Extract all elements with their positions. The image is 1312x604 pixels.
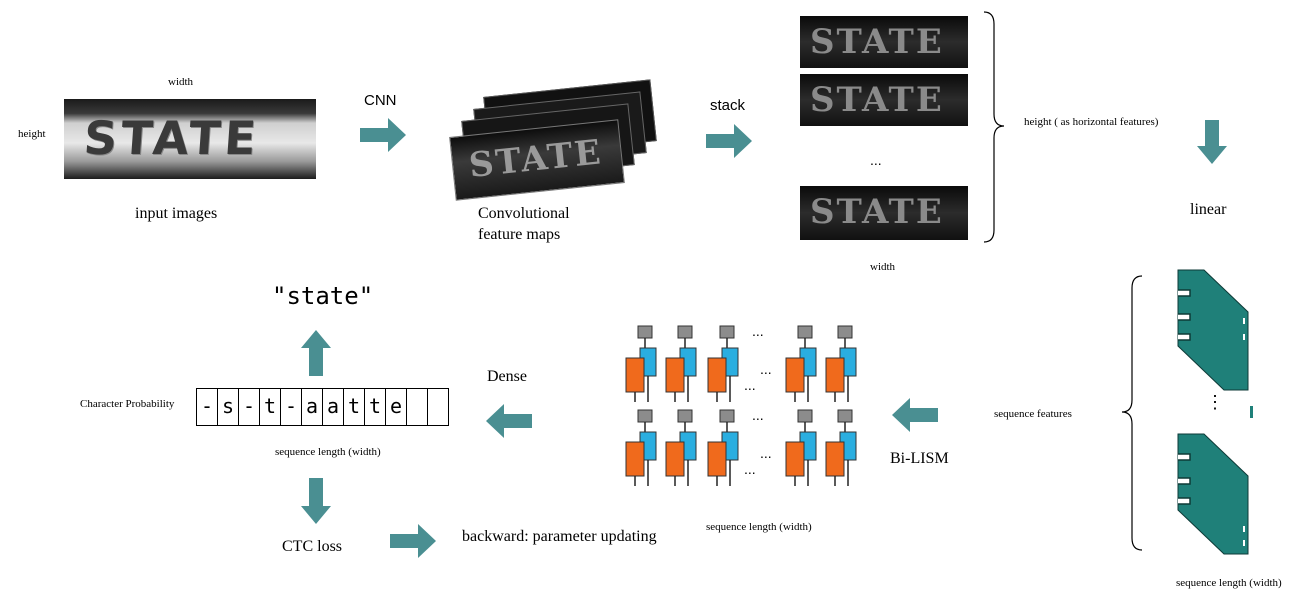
bilstm-ellipsis-side3: ... xyxy=(760,445,772,461)
bilstm-ellipsis-side2: ... xyxy=(744,377,756,393)
lstm-forward-cell xyxy=(665,441,685,477)
bilstm-arrow-icon xyxy=(892,398,938,432)
sequence-length-label: sequence length (width) xyxy=(1176,577,1282,589)
stacked-feature-2: STATE xyxy=(800,74,968,126)
lstm-forward-cell xyxy=(665,357,685,393)
ctc-loss-label: CTC loss xyxy=(282,538,343,555)
sequence-feature-block-bottom xyxy=(1177,433,1249,555)
probability-cell: - xyxy=(200,394,214,418)
stack-brace-label: height ( as horizontal features) xyxy=(1024,116,1159,128)
lstm-forward-cell xyxy=(707,441,727,477)
lstm-output-node xyxy=(719,409,735,423)
stack-width-label: width xyxy=(870,261,896,273)
output-up-arrow-icon xyxy=(301,330,331,376)
probability-cell xyxy=(406,389,427,425)
bilstm-ellipsis-side1: ... xyxy=(760,361,772,377)
ctc-down-arrow-icon xyxy=(301,478,331,524)
cnn-caption-line2: feature maps xyxy=(478,226,561,243)
lstm-output-node xyxy=(719,325,735,339)
feature-map-stack: STATE xyxy=(449,79,660,201)
stacked-feature-text: STATE xyxy=(810,192,944,232)
lstm-output-node xyxy=(797,325,813,339)
lstm-output-node xyxy=(837,325,853,339)
probability-cell xyxy=(427,389,448,425)
input-image: STATE xyxy=(64,99,316,179)
lstm-forward-cell xyxy=(785,441,805,477)
probability-cell: s xyxy=(217,389,238,425)
backward-arrow-icon xyxy=(390,524,436,558)
probability-cell: e xyxy=(385,389,406,425)
stack-label: stack xyxy=(710,97,746,114)
stack-ellipsis: ... xyxy=(870,152,882,168)
stacked-feature-text: STATE xyxy=(810,80,944,120)
lstm-output-node xyxy=(837,409,853,423)
bilstm-network: ... ... ... ... ... ... xyxy=(625,323,857,486)
probability-length-label: sequence length (width) xyxy=(275,446,381,458)
stack-brace-icon xyxy=(983,11,1005,243)
feature-map-text: STATE xyxy=(467,132,605,187)
lstm-forward-cell xyxy=(707,357,727,393)
stacked-feature-3: STATE xyxy=(800,186,968,240)
stack-arrow-icon xyxy=(706,124,752,158)
lstm-forward-cell xyxy=(625,441,645,477)
sequence-edge-mark xyxy=(1250,406,1253,418)
lstm-output-node xyxy=(637,325,653,339)
sequence-brace-icon xyxy=(1121,275,1143,551)
lstm-forward-cell xyxy=(625,357,645,393)
lstm-output-node xyxy=(677,325,693,339)
output-text: "state" xyxy=(272,282,374,310)
input-height-label: height xyxy=(18,128,46,140)
cnn-label: CNN xyxy=(364,92,397,109)
lstm-output-node xyxy=(797,409,813,423)
stacked-feature-1: STATE xyxy=(800,16,968,68)
backward-label: backward: parameter updating xyxy=(462,528,657,545)
stacked-feature-text: STATE xyxy=(810,22,944,62)
probability-cell: t xyxy=(343,389,364,425)
cnn-arrow-icon xyxy=(360,118,406,152)
sequence-feature-block-top xyxy=(1177,269,1249,391)
probability-cell: - xyxy=(280,389,301,425)
lstm-output-node xyxy=(637,409,653,423)
lstm-forward-cell xyxy=(825,357,845,393)
bilstm-ellipsis-mid: ... xyxy=(752,407,764,423)
sequence-ellipsis: ⋮ xyxy=(1206,392,1224,412)
probability-cell: t xyxy=(259,389,280,425)
input-caption: input images xyxy=(135,205,218,222)
dense-label: Dense xyxy=(487,368,527,385)
probability-cell: a xyxy=(301,389,322,425)
bilstm-label: Bi-LISM xyxy=(890,450,949,467)
bilstm-ellipsis-side4: ... xyxy=(744,461,756,477)
linear-label: linear xyxy=(1190,201,1227,218)
probability-label: Character Probability xyxy=(80,398,175,410)
bilstm-ellipsis-top: ... xyxy=(752,323,764,339)
linear-arrow-icon xyxy=(1197,120,1227,164)
cnn-caption-line1: Convolutional xyxy=(478,205,570,222)
probability-cell: - xyxy=(238,389,259,425)
lstm-forward-cell xyxy=(785,357,805,393)
dense-arrow-icon xyxy=(486,404,532,438)
input-image-text: STATE xyxy=(82,111,262,165)
input-width-label: width xyxy=(168,76,194,88)
lstm-forward-cell xyxy=(825,441,845,477)
probability-cell: a xyxy=(322,389,343,425)
bilstm-length-label: sequence length (width) xyxy=(706,521,812,533)
probability-cell: t xyxy=(364,389,385,425)
sequence-features-label: sequence features xyxy=(994,408,1072,420)
lstm-output-node xyxy=(677,409,693,423)
